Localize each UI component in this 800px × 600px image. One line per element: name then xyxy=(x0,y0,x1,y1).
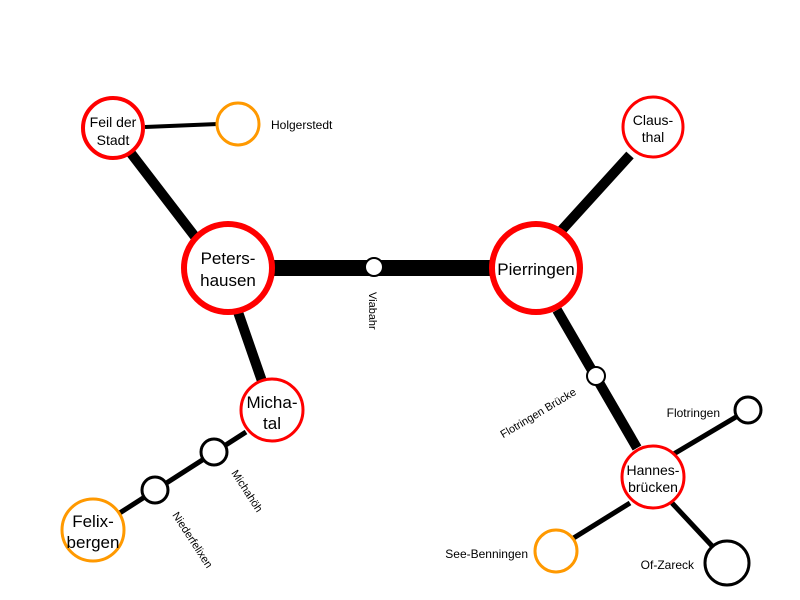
label-michatal-line2: tal xyxy=(263,414,281,433)
station-viabahr xyxy=(364,257,384,277)
station-michahoeh xyxy=(199,437,229,467)
line-hannesbruecken-flotringen xyxy=(670,411,743,458)
label-feil-line2: Stadt xyxy=(97,132,130,148)
label-hannesbruecken-line1: Hannes- xyxy=(627,462,680,478)
station-felixbergen xyxy=(60,497,126,563)
station-see-benningen xyxy=(533,528,579,574)
stations xyxy=(60,95,763,587)
label-flotringen-bruecke: Flotringen Brücke xyxy=(498,386,578,441)
line-hannesbruecken-ofzareck xyxy=(670,501,716,550)
label-hannesbruecken-line2: brücken xyxy=(628,479,678,495)
label-petershausen-line2: hausen xyxy=(200,271,256,290)
label-of-zareck: Of-Zareck xyxy=(641,558,695,572)
label-felixbergen-line2: bergen xyxy=(67,533,120,552)
line-petershausen-michatal xyxy=(233,310,268,386)
station-petershausen xyxy=(181,221,275,315)
label-viabahr: Viabahr xyxy=(366,292,378,330)
line-pierringen-clausthal xyxy=(556,151,634,236)
line-feil-petershausen xyxy=(126,148,200,242)
station-flotringen xyxy=(733,395,763,425)
label-michahoeh: Michahöh xyxy=(228,468,264,515)
label-michatal-line1: Micha- xyxy=(246,393,297,412)
line-feil-holgerstedt xyxy=(144,122,219,129)
line-hannesbruecken-seebenningen xyxy=(570,500,632,542)
label-flotringen: Flotringen xyxy=(667,406,720,420)
label-niederfelixen: Niederfelixen xyxy=(169,510,214,570)
station-michatal xyxy=(239,377,305,443)
station-holgerstedt xyxy=(215,101,261,147)
station-feil-der-stadt xyxy=(81,96,145,160)
label-pierringen: Pierringen xyxy=(497,260,575,279)
label-holgerstedt: Holgerstedt xyxy=(271,118,333,132)
station-flotringen-bruecke xyxy=(586,366,606,386)
label-petershausen-line1: Peters- xyxy=(201,249,256,268)
label-clausthal-line1: Claus- xyxy=(633,112,674,128)
station-niederfelixen xyxy=(140,475,170,505)
labels: Feil der Stadt Holgerstedt Peters- hause… xyxy=(67,112,720,572)
label-see-benningen: See-Benningen xyxy=(445,547,528,561)
station-hannesbruecken xyxy=(620,444,686,510)
station-clausthal xyxy=(621,95,685,159)
label-clausthal-line2: thal xyxy=(642,129,665,145)
label-felixbergen-line1: Felix- xyxy=(72,512,114,531)
station-of-zareck xyxy=(703,539,751,587)
station-pierringen xyxy=(489,221,583,315)
label-feil-line1: Feil der xyxy=(90,114,137,130)
